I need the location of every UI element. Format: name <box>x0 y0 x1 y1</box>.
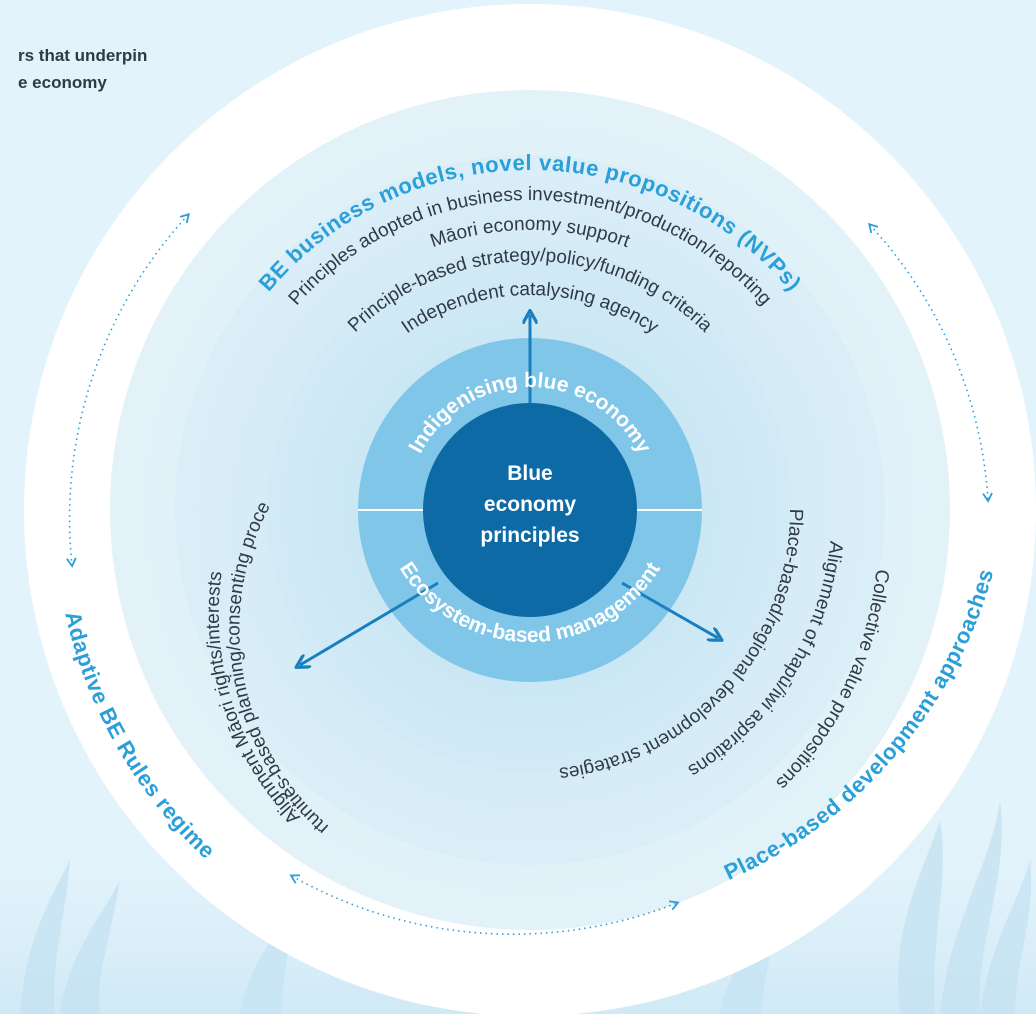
arrow-down-right <box>621 581 718 638</box>
seaweed-decoration <box>20 800 1032 1014</box>
arrow-down-left <box>300 581 439 665</box>
cycle-arrows <box>66 212 993 935</box>
core-arrows <box>300 315 718 665</box>
cycle-arrow-right <box>868 222 993 503</box>
core-line-2: economy <box>484 493 577 516</box>
core-circle <box>423 403 637 617</box>
cycle-arrow-bottom <box>289 874 680 935</box>
header-line-2: e economy <box>18 73 107 92</box>
core-line-1: Blue <box>507 462 553 485</box>
page-header: rs that underpin e economy <box>18 42 147 96</box>
core-line-3: principles <box>480 524 579 547</box>
header-line-1: rs that underpin <box>18 46 148 65</box>
